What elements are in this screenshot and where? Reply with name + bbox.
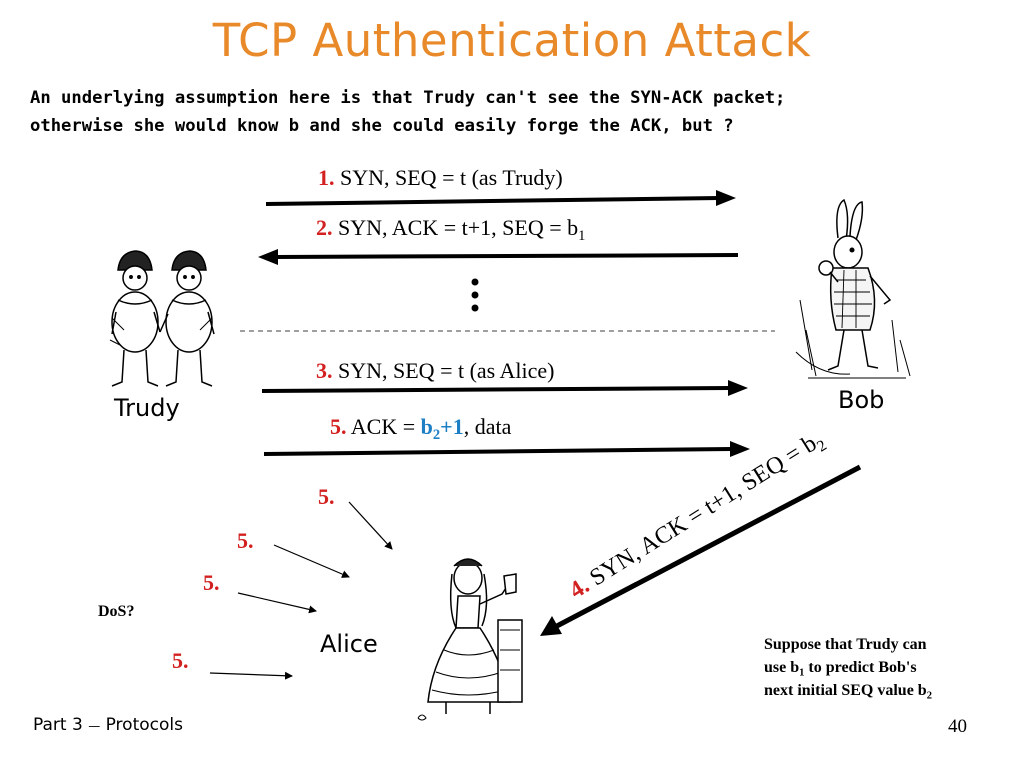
msg-5-hl-base: b [420,414,433,439]
intro-line-2: otherwise she would know b and she could… [30,116,734,136]
arrow-msg-2 [258,249,739,265]
note-line-3: next initial SEQ value b2 [764,679,932,702]
msg-2-label: 2. SYN, ACK = t+1, SEQ = b1 [316,215,586,245]
flood-arrow-3 [237,592,317,614]
trudy-illustration [104,246,224,391]
flood-label-3: 5. [203,570,220,595]
intro-text: An underlying assumption here is that Tr… [30,84,785,140]
note-line-3-subscript: 2 [926,690,932,702]
msg-5-highlight: b2+1 [420,414,464,442]
msg-2-number: 2. [316,215,333,240]
dos-label: DoS? [98,603,135,620]
alice-label: Alice [320,630,378,658]
msg-2-text: SYN, ACK = t+1, SEQ = b [332,215,579,240]
note-line-2b: to predict Bob's [804,659,917,676]
intro-line-1: An underlying assumption here is that Tr… [30,88,786,108]
bob-label: Bob [838,386,885,414]
arrow-msg-3 [261,380,748,396]
flood-label-4: 5. [172,648,189,673]
note-line-2: use b1 to predict Bob's [764,656,932,679]
note-line-2a: use b [764,659,800,676]
ellipsis-dots [471,278,479,312]
page-number: 40 [948,716,967,737]
bob-illustration [795,198,911,379]
note-line-1: Suppose that Trudy can [764,636,927,653]
footer-section-name: Protocols [105,715,183,735]
msg-5-number: 5. [330,414,347,439]
prediction-note: Suppose that Trudy can use b1 to predict… [764,633,932,702]
msg-1-text: SYN, SEQ = t (as Trudy) [334,165,563,190]
footer-dash: — [88,719,101,733]
flood-arrow-4 [209,671,293,680]
footer-section: Part 3 — Protocols [33,715,183,735]
msg-5-text: ACK = [346,414,421,439]
msg-1-number: 1. [318,165,335,190]
note-line-2-subscript: 1 [799,667,805,679]
msg-1-label: 1. SYN, SEQ = t (as Trudy) [318,165,563,191]
arrow-msg-4 [540,464,862,636]
msg-3-label: 3. SYN, SEQ = t (as Alice) [316,358,555,384]
msg-3-text: SYN, SEQ = t (as Alice) [332,358,555,383]
msg-5-label: 5. ACK = b2+1, data [330,414,512,442]
footer-part: Part 3 [33,715,83,735]
arrow-msg-1 [265,190,736,206]
slide-title: TCP Authentication Attack [212,14,812,67]
msg-5-hl-subscript: 2 [432,427,441,444]
flood-arrow-2 [273,544,350,578]
msg-2-subscript: 1 [578,228,586,245]
alice-illustration [417,558,523,721]
msg-3-number: 3. [316,358,333,383]
flood-arrow-1 [348,501,393,550]
flood-label-2: 5. [237,528,254,553]
trudy-label: Trudy [114,394,180,422]
arrow-msg-5 [263,441,750,457]
note-line-3a: next initial SEQ value b [764,682,927,699]
msg-5-hl-tail: +1 [440,414,464,439]
flood-label-1: 5. [318,484,335,509]
msg-5-tail: , data [463,414,512,439]
